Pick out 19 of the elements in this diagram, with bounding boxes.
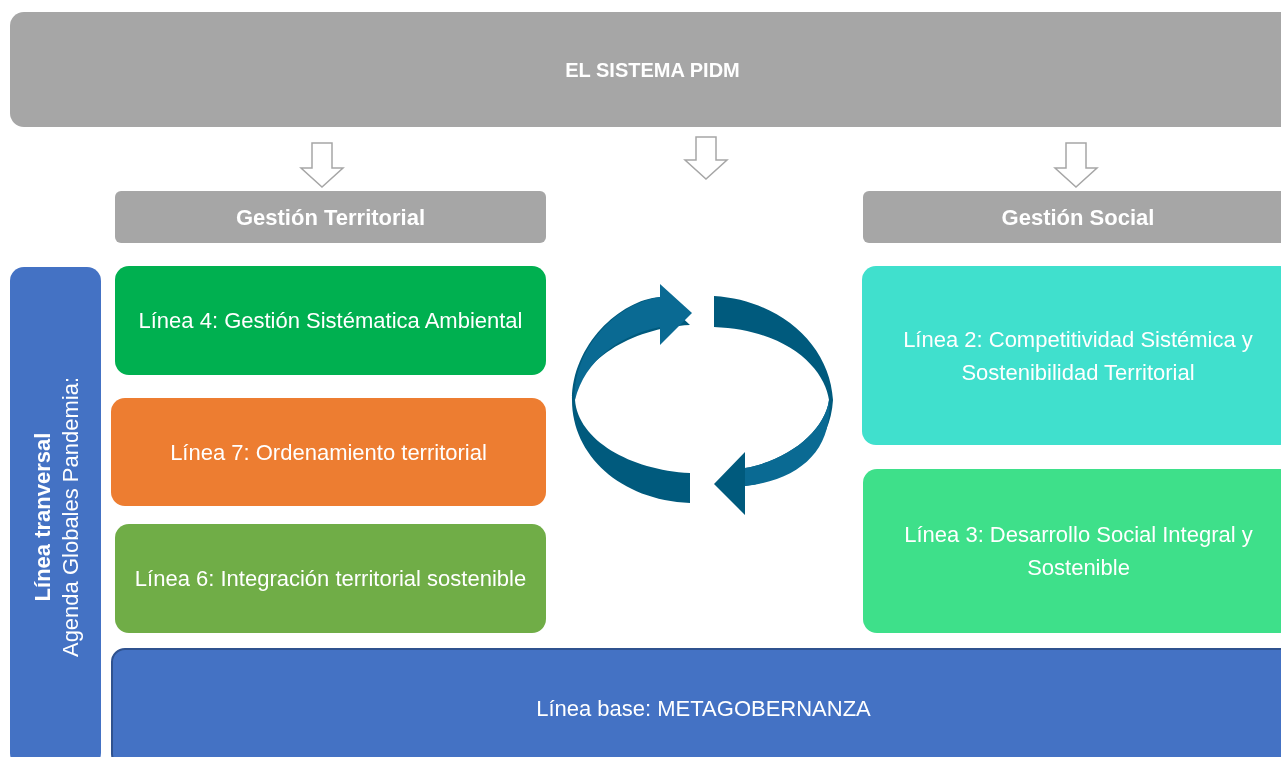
vertical-band <box>10 267 101 757</box>
category-header <box>863 191 1281 243</box>
block-arrow <box>299 142 345 188</box>
title-banner <box>10 12 1281 127</box>
box-label: Línea 3: Desarrollo Social Integral y Sostenible <box>903 521 1254 582</box>
box-label: Gestión Territorial <box>235 203 426 232</box>
box-label: Línea 6: Integración territorial sostenible <box>134 565 527 593</box>
box-label: Línea 7: Ordenamiento territorial <box>170 438 487 467</box>
category-header <box>115 191 546 243</box>
band-subtitle: Agenda Globales Pandemia: <box>55 376 83 658</box>
band-title: Línea tranversal <box>28 432 55 602</box>
box-label: EL SISTEMA PIDM <box>565 57 740 83</box>
box-label: Línea 2: Competitividad Sistémica y Sostenibilidad Territorial <box>902 325 1254 387</box>
block-arrow <box>1053 142 1099 188</box>
box-label: Gestión Social <box>1001 203 1155 232</box>
base-band <box>111 648 1281 757</box>
box-label: Línea 4: Gestión Sistématica Ambiental <box>138 307 523 335</box>
block-arrow <box>683 136 729 180</box>
box-label: Línea base: METAGOBERNANZA <box>536 694 871 723</box>
